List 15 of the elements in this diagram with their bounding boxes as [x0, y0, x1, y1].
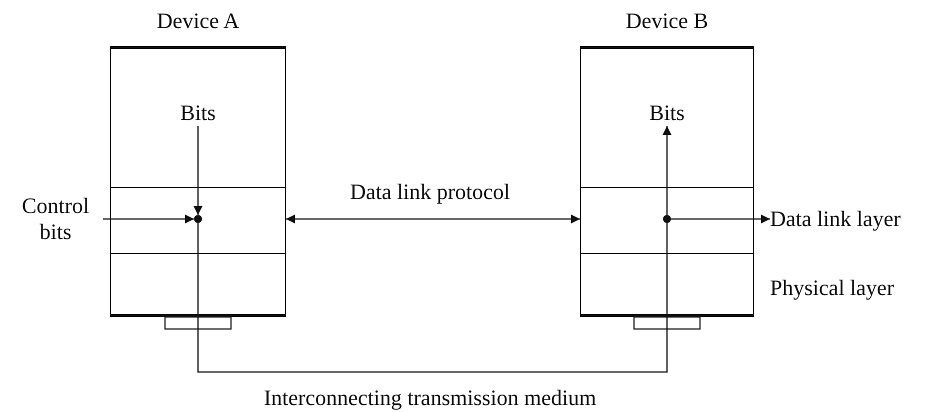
device-title: Device B — [624, 8, 710, 34]
medium-label: Interconnecting transmission medium — [264, 385, 596, 411]
junction-dot — [663, 215, 671, 223]
arrow — [197, 126, 672, 373]
node-text: Bits — [174, 100, 222, 126]
node-text: Control bits — [8, 193, 103, 245]
arrow — [194, 126, 202, 215]
node-text: Bits — [643, 100, 691, 126]
layer-label: Physical layer — [770, 275, 894, 301]
device-title: Device A — [156, 8, 240, 34]
arrow — [103, 214, 194, 224]
protocol-arrow — [286, 214, 580, 224]
node-text: Data link layer — [770, 206, 935, 232]
arrow — [671, 214, 770, 224]
junction-dot — [194, 215, 202, 223]
